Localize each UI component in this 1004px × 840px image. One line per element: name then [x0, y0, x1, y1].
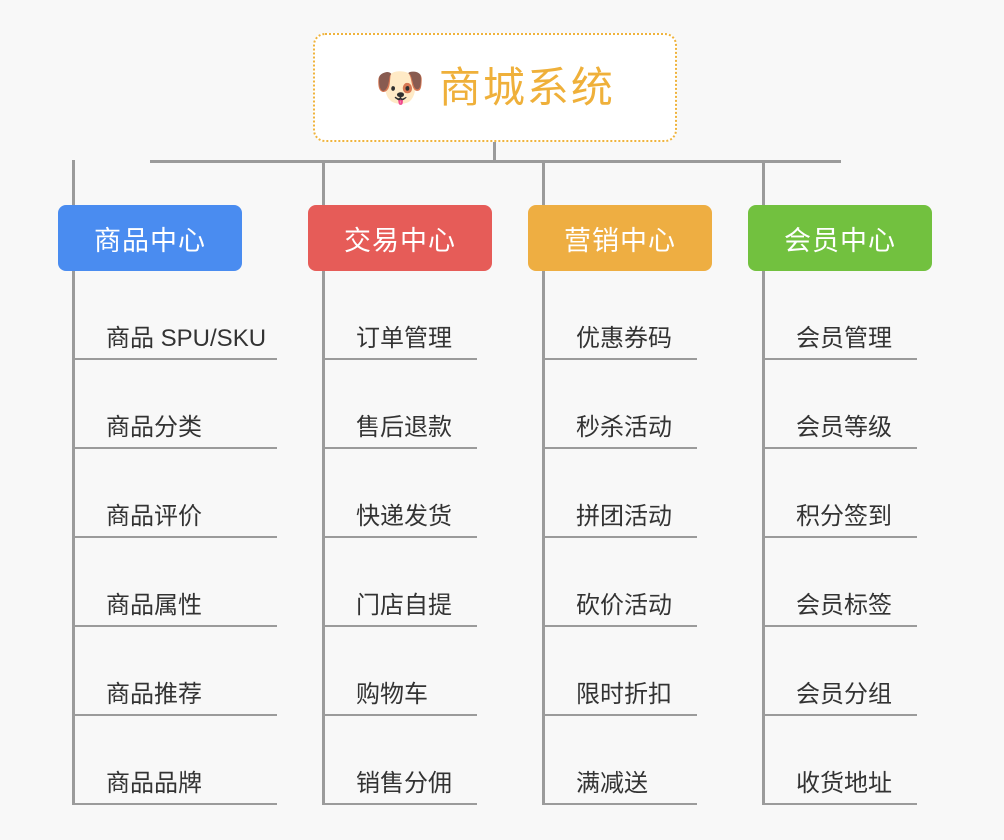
- leaf-item-label: 拼团活动: [576, 502, 672, 530]
- leaf-item-label: 秒杀活动: [576, 413, 672, 441]
- root-node[interactable]: 🐶 商城系统: [313, 33, 677, 142]
- leaf-item-label: 商品评价: [106, 502, 202, 530]
- connector-drop-4: [762, 160, 765, 205]
- leaf-item-label: 积分签到: [796, 502, 892, 530]
- branch-1: 商品 SPU/SKU 商品分类商品评价商品属性商品推荐商品品牌: [72, 271, 277, 805]
- root-title: 商城系统: [438, 63, 615, 111]
- connector-drop-3: [542, 160, 545, 205]
- branch-trunk: [72, 271, 75, 805]
- leaf-item-label: 快递发货: [356, 502, 452, 530]
- category-label: 商品中心: [94, 225, 206, 256]
- leaf-item-label: 会员管理: [796, 324, 892, 352]
- leaf-item[interactable]: 销售分佣: [322, 716, 477, 805]
- leaf-item-label: 收货地址: [796, 769, 892, 797]
- leaf-item[interactable]: 秒杀活动: [542, 360, 697, 449]
- leaf-item[interactable]: 会员管理: [762, 271, 917, 360]
- branch-2: 订单管理售后退款快递发货门店自提购物车销售分佣: [322, 271, 477, 805]
- leaf-item[interactable]: 商品品牌: [72, 716, 277, 805]
- category-label: 营销中心: [564, 225, 676, 256]
- leaf-item[interactable]: 商品属性: [72, 538, 277, 627]
- leaf-item[interactable]: 会员标签: [762, 538, 917, 627]
- branch-3: 优惠券码秒杀活动拼团活动砍价活动限时折扣满减送: [542, 271, 697, 805]
- leaf-item[interactable]: 收货地址: [762, 716, 917, 805]
- leaf-item-label: 商品分类: [106, 413, 202, 441]
- leaf-item-label: 优惠券码: [576, 324, 672, 352]
- category-label: 交易中心: [344, 225, 456, 256]
- leaf-item[interactable]: 优惠券码: [542, 271, 697, 360]
- leaf-item[interactable]: 会员分组: [762, 627, 917, 716]
- leaf-item[interactable]: 购物车: [322, 627, 477, 716]
- leaf-item[interactable]: 售后退款: [322, 360, 477, 449]
- leaf-item-label: 会员分组: [796, 680, 892, 708]
- leaf-item[interactable]: 砍价活动: [542, 538, 697, 627]
- leaf-item-label: 销售分佣: [356, 769, 452, 797]
- leaf-item-label: 售后退款: [356, 413, 452, 441]
- category-box-1[interactable]: 商品中心: [58, 205, 242, 271]
- leaf-item[interactable]: 商品 SPU/SKU: [72, 271, 277, 360]
- leaf-item[interactable]: 门店自提: [322, 538, 477, 627]
- leaf-item-label: 满减送: [576, 769, 648, 797]
- leaf-item[interactable]: 满减送: [542, 716, 697, 805]
- leaf-item[interactable]: 积分签到: [762, 449, 917, 538]
- leaf-item-label: 购物车: [356, 680, 428, 708]
- connector-drop-1: [72, 160, 75, 205]
- connector-root-stem: [493, 142, 496, 162]
- leaf-item-label: 门店自提: [356, 591, 452, 619]
- leaf-item-label: 砍价活动: [576, 591, 672, 619]
- leaf-item-label: 商品品牌: [106, 769, 202, 797]
- leaf-item[interactable]: 商品评价: [72, 449, 277, 538]
- branch-trunk: [762, 271, 765, 805]
- branch-trunk: [322, 271, 325, 805]
- category-label: 会员中心: [784, 225, 896, 256]
- dog-face-icon: 🐶: [375, 65, 425, 110]
- leaf-item[interactable]: 订单管理: [322, 271, 477, 360]
- leaf-item-label: 限时折扣: [576, 680, 672, 708]
- connector-horizontal-bus: [150, 160, 841, 163]
- leaf-item[interactable]: 会员等级: [762, 360, 917, 449]
- leaf-item-label: 商品属性: [106, 591, 202, 619]
- branch-4: 会员管理会员等级积分签到会员标签会员分组收货地址: [762, 271, 917, 805]
- leaf-item-label: 订单管理: [356, 324, 452, 352]
- leaf-item-label: 会员标签: [796, 591, 892, 619]
- leaf-item[interactable]: 商品推荐: [72, 627, 277, 716]
- category-box-4[interactable]: 会员中心: [748, 205, 932, 271]
- leaf-item-label: 商品推荐: [106, 680, 202, 708]
- branch-trunk: [542, 271, 545, 805]
- leaf-item-label: 商品 SPU/SKU: [106, 324, 267, 352]
- leaf-item[interactable]: 限时折扣: [542, 627, 697, 716]
- leaf-item[interactable]: 快递发货: [322, 449, 477, 538]
- category-box-3[interactable]: 营销中心: [528, 205, 712, 271]
- leaf-item[interactable]: 商品分类: [72, 360, 277, 449]
- connector-drop-2: [322, 160, 325, 205]
- category-box-2[interactable]: 交易中心: [308, 205, 492, 271]
- leaf-item-label: 会员等级: [796, 413, 892, 441]
- leaf-item[interactable]: 拼团活动: [542, 449, 697, 538]
